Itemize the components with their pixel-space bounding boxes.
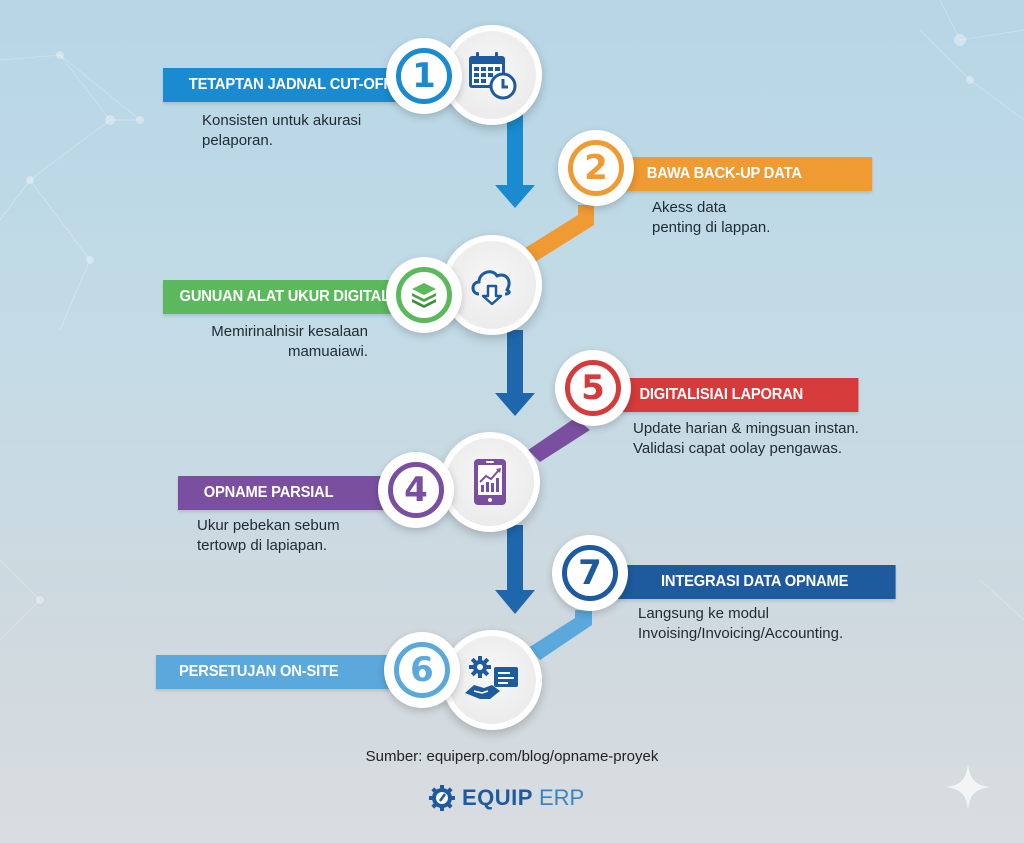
equip-erp-logo: EQUIP ERP xyxy=(428,784,584,812)
arrow-down-3 xyxy=(495,525,535,614)
handshake-gear-document-icon xyxy=(465,656,518,699)
stack-layers-icon xyxy=(412,283,436,308)
step-1-number: 1 xyxy=(396,48,452,104)
connector-step5-step4 xyxy=(528,418,590,462)
step-7-number-badge: 7 xyxy=(552,535,628,611)
step-4-description: Ukur pebekan sebum tertowp di lapiapan. xyxy=(197,517,340,554)
step-4-number: 4 xyxy=(388,462,444,518)
step-2-number-badge: 2 xyxy=(558,130,634,206)
step-5-number: 5 xyxy=(565,360,621,416)
step-5-number-badge: 5 xyxy=(555,350,631,426)
step-3-description: Memirinalnisir kesalaan mamuaiawi. xyxy=(211,323,368,360)
sparkle-icon xyxy=(945,764,991,810)
cloud-download-icon xyxy=(471,270,511,306)
calendar-clock-icon xyxy=(469,52,517,100)
step-3-title: GUNUAN ALAT UKUR DIGITAL xyxy=(179,288,391,305)
arrow-down-1 xyxy=(495,110,535,208)
step-6-title-bar: PERSETUJAN ON-SITE xyxy=(156,655,421,689)
step-2-description: Akess data penting di lappan. xyxy=(652,199,771,236)
tablet-chart-icon xyxy=(474,459,506,505)
logo-erp-text: ERP xyxy=(538,785,585,810)
step-3-badge-ring xyxy=(396,267,452,323)
step-5-title: DIGITALISIAI LAPORAN xyxy=(639,386,804,403)
step-4-number-badge: 4 xyxy=(378,452,454,528)
step-5-description: Update harian & mingsuan instan. Validas… xyxy=(633,420,859,457)
connector-step7-step6 xyxy=(528,610,592,660)
source-citation: Sumber: equiperp.com/blog/opname-proyek xyxy=(365,748,659,765)
step-2-title-bar: BAWA BACK-UP DATA xyxy=(610,157,873,191)
step-1-number-badge: 1 xyxy=(386,38,462,114)
step-2-title: BAWA BACK-UP DATA xyxy=(646,165,802,182)
step-1-title: TETAPTAN JADNAL CUT-OFF xyxy=(188,76,393,93)
step-3-title-bar: GUNUAN ALAT UKUR DIGITAL xyxy=(163,280,415,314)
step-7-description: Langsung ke modul Invoising/Invoicing/Ac… xyxy=(638,605,844,642)
step-7-title-bar: INTEGRASI DATA OPNAME xyxy=(615,565,896,599)
step-6-number: 6 xyxy=(394,642,450,698)
step-4-title: OPNAME PARSIAL xyxy=(203,484,334,501)
step-3-number-badge xyxy=(386,257,462,333)
step-6-number-badge: 6 xyxy=(384,632,460,708)
step-2-number: 2 xyxy=(568,140,624,196)
step-7-title: INTEGRASI DATA OPNAME xyxy=(661,573,849,590)
step-1-title-bar: TETAPTAN JADNAL CUT-OFF xyxy=(163,68,424,102)
arrow-down-2 xyxy=(495,330,535,416)
logo-equip-text: EQUIP xyxy=(462,785,533,810)
step-7-number: 7 xyxy=(562,545,618,601)
step-4-icon-circle xyxy=(440,432,540,532)
gear-logo-icon xyxy=(429,785,455,811)
step-6-title: PERSETUJAN ON-SITE xyxy=(179,663,339,680)
step-1-icon-circle xyxy=(442,25,542,125)
step-5-title-bar: DIGITALISIAI LAPORAN xyxy=(610,378,859,412)
step-1-description: Konsisten untuk akurasi pelaporan. xyxy=(202,112,362,149)
connector-step2-step3 xyxy=(522,205,594,262)
